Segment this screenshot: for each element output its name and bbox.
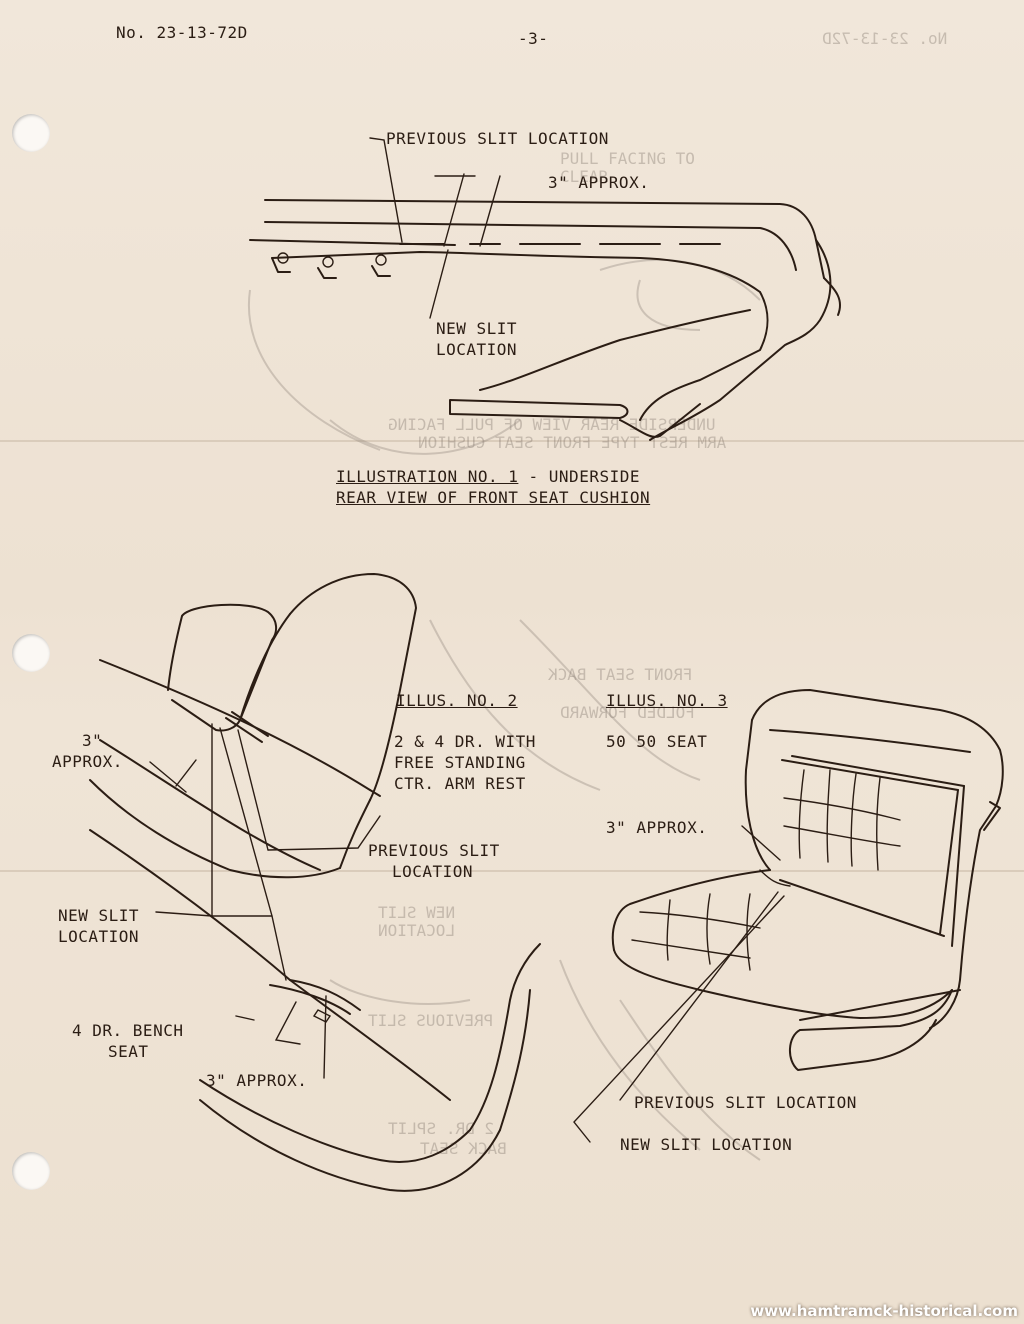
- page-fold-line: [0, 440, 1024, 442]
- illustration-2-desc-3: CTR. ARM REST: [394, 774, 526, 793]
- label-new-slit: NEW SLIT: [436, 319, 518, 338]
- page-fold-line: [0, 870, 1024, 872]
- bleed-through-text: PULL FACING TO: [560, 149, 695, 168]
- label-3-inch: 3": [82, 731, 103, 750]
- page-number: -3-: [518, 29, 549, 48]
- illustration-3-drawing: [573, 689, 1004, 1143]
- watermark: www.hamtramck-historical.com: [750, 1302, 1018, 1320]
- label-location: LOCATION: [392, 862, 474, 881]
- punch-hole: [12, 634, 50, 672]
- label-previous-slit-location: PREVIOUS SLIT LOCATION: [386, 129, 609, 148]
- label-seat: SEAT: [108, 1042, 149, 1061]
- illustration-2-desc-1: 2 & 4 DR. WITH: [394, 732, 536, 751]
- label-new-slit-location: NEW SLIT LOCATION: [620, 1135, 793, 1154]
- label-new-slit: NEW SLIT: [58, 906, 140, 925]
- bleed-through-drawing: [247, 259, 761, 1161]
- illustration-1-title: ILLUSTRATION NO. 1: [336, 467, 519, 486]
- label-previous-slit-location: PREVIOUS SLIT LOCATION: [634, 1093, 857, 1112]
- illustration-1-caption-line2: REAR VIEW OF FRONT SEAT CUSHION: [336, 488, 651, 507]
- label-3-inch-approx: 3" APPROX.: [606, 818, 708, 837]
- punch-hole: [12, 1152, 50, 1190]
- illustration-1-subtitle: - UNDERSIDE: [518, 467, 640, 486]
- illustration-2-desc-2: FREE STANDING: [394, 753, 526, 772]
- label-location: LOCATION: [436, 340, 518, 359]
- document-number: No. 23-13-72D: [116, 23, 248, 42]
- bleed-through-text: CLEAR: [560, 167, 609, 186]
- illustration-1-drawing: [249, 137, 842, 441]
- illustration-2-drawing: [89, 573, 541, 1192]
- label-3-inch-approx: 3" APPROX.: [206, 1071, 308, 1090]
- illustration-1-caption: ILLUSTRATION NO. 1 - UNDERSIDE: [336, 466, 640, 487]
- label-3-inch-approx: 3" APPROX.: [548, 173, 650, 192]
- label-4-dr-bench: 4 DR. BENCH: [72, 1021, 184, 1040]
- illustration-3-title: ILLUS. NO. 3: [606, 691, 728, 710]
- label-previous-slit: PREVIOUS SLIT: [368, 841, 500, 860]
- punch-hole: [12, 114, 50, 152]
- label-location: LOCATION: [58, 927, 140, 946]
- label-approx: APPROX.: [52, 752, 123, 771]
- illustration-2-title: ILLUS. NO. 2: [396, 691, 518, 710]
- illustration-3-desc: 50 50 SEAT: [606, 732, 708, 751]
